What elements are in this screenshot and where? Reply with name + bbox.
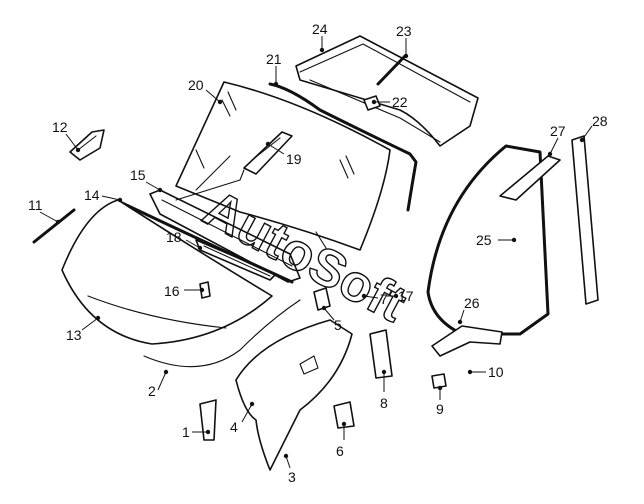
callout-13: 13 bbox=[66, 315, 101, 343]
hood-hinge bbox=[69, 129, 105, 161]
callout-6: 6 bbox=[336, 421, 347, 459]
callout-7: 7 bbox=[361, 291, 388, 307]
callout-label-16: 16 bbox=[164, 283, 180, 299]
callout-label-11: 11 bbox=[28, 197, 43, 213]
splash-panel bbox=[333, 401, 355, 429]
callout-label-23: 23 bbox=[396, 23, 412, 39]
callout-label-18: 18 bbox=[166, 229, 182, 245]
roof-clip bbox=[363, 95, 381, 111]
callout-4: 4 bbox=[230, 401, 255, 435]
hood bbox=[61, 199, 273, 345]
hood-cable bbox=[143, 299, 301, 368]
callout-label-28: 28 bbox=[592, 113, 608, 129]
callout-24: 24 bbox=[312, 21, 328, 53]
callout-label-24: 24 bbox=[312, 21, 328, 37]
callout-label-8: 8 bbox=[380, 395, 388, 411]
callout-label-2: 2 bbox=[148, 383, 156, 399]
callout-label-1: 1 bbox=[182, 424, 190, 440]
pillar-bracket bbox=[369, 329, 393, 379]
callout-label-14: 14 bbox=[84, 187, 100, 203]
callout-26: 26 bbox=[457, 295, 480, 325]
callout-11: 11 bbox=[28, 197, 61, 225]
callout-12: 12 bbox=[52, 119, 81, 153]
callout-1: 1 bbox=[182, 424, 211, 440]
b-pillar bbox=[571, 135, 599, 305]
a-pillar-trim bbox=[499, 155, 561, 201]
sill-trim bbox=[431, 325, 503, 357]
callout-14: 14 bbox=[84, 187, 123, 203]
callout-label-13: 13 bbox=[66, 327, 82, 343]
callout-2: 2 bbox=[148, 369, 169, 399]
callout-3: 3 bbox=[283, 453, 296, 485]
callout-label-26: 26 bbox=[464, 295, 480, 311]
callout-27: 27 bbox=[547, 123, 566, 157]
callout-label-25: 25 bbox=[476, 232, 492, 248]
callout-label-6: 6 bbox=[336, 443, 344, 459]
roof-panel bbox=[295, 35, 479, 147]
callout-label-15: 15 bbox=[130, 167, 146, 183]
callout-label-27: 27 bbox=[550, 123, 566, 139]
windshield bbox=[175, 81, 391, 251]
lower-bracket bbox=[199, 399, 217, 441]
front-fender bbox=[235, 319, 353, 471]
door-seal bbox=[426, 144, 550, 336]
roof-rod bbox=[376, 54, 407, 86]
callout-label-4: 4 bbox=[230, 419, 238, 435]
callout-label-19: 19 bbox=[286, 151, 302, 167]
callout-5: 5 bbox=[321, 305, 342, 333]
callout-label-17: 17 bbox=[398, 288, 414, 304]
callout-label-22: 22 bbox=[392, 94, 408, 110]
prop-rod bbox=[32, 208, 76, 244]
callout-label-21: 21 bbox=[266, 51, 282, 67]
windshield-seal bbox=[268, 82, 418, 212]
callout-label-5: 5 bbox=[334, 317, 342, 333]
callout-21: 21 bbox=[266, 51, 282, 87]
callout-label-12: 12 bbox=[52, 119, 68, 135]
callout-label-7: 7 bbox=[380, 291, 388, 307]
callout-9: 9 bbox=[436, 385, 444, 417]
callout-label-10: 10 bbox=[488, 364, 504, 380]
callout-10: 10 bbox=[467, 364, 504, 380]
callout-19: 19 bbox=[265, 141, 302, 167]
body-clip bbox=[431, 373, 447, 389]
callout-22: 22 bbox=[371, 94, 408, 110]
callout-28: 28 bbox=[579, 113, 608, 143]
callout-label-9: 9 bbox=[436, 401, 444, 417]
callout-15: 15 bbox=[130, 167, 163, 193]
callout-label-20: 20 bbox=[188, 77, 204, 93]
callout-23: 23 bbox=[396, 23, 412, 59]
callout-17: 17 bbox=[386, 288, 414, 304]
fender-bracket bbox=[313, 287, 331, 311]
callout-25: 25 bbox=[476, 232, 517, 248]
callout-18: 18 bbox=[166, 229, 203, 251]
callout-16: 16 bbox=[164, 283, 205, 299]
hood-seal bbox=[118, 200, 294, 284]
hood-clip bbox=[199, 281, 211, 299]
callout-label-3: 3 bbox=[288, 469, 296, 485]
callout-8: 8 bbox=[380, 369, 388, 411]
callout-20: 20 bbox=[188, 77, 223, 105]
